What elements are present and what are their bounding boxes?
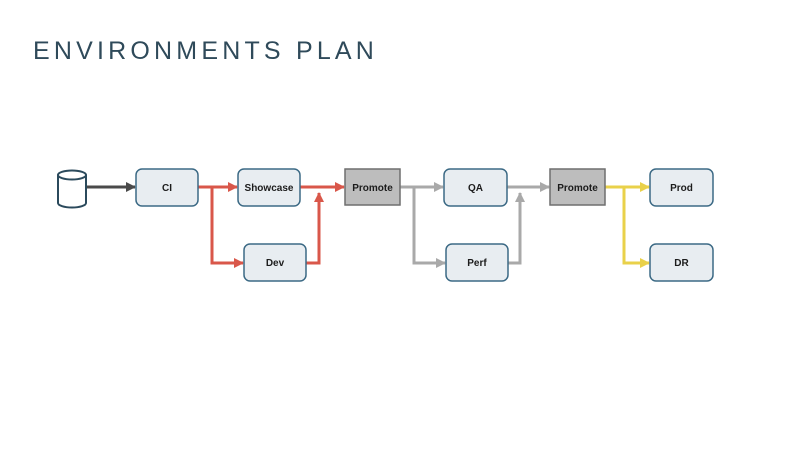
ci-to-dev-arrow: [210, 187, 244, 268]
perf-to-promote-arrow: [508, 192, 525, 265]
yellow-paths: [605, 182, 650, 268]
node-qa: QA: [443, 168, 508, 207]
promote-to-perf-arrow: [412, 187, 446, 268]
node-label-dr: DR: [674, 258, 689, 269]
node-label-promote-1: Promote: [352, 183, 393, 194]
node-promote-2: Promote: [549, 168, 606, 206]
node-dev: Dev: [243, 243, 307, 282]
node-label-ci: CI: [162, 183, 172, 194]
node-promote-1: Promote: [344, 168, 401, 206]
node-dr: DR: [649, 243, 714, 282]
node-label-showcase: Showcase: [245, 183, 294, 194]
node-label-promote-2: Promote: [557, 183, 598, 194]
slide-title: ENVIRONMENTS PLAN: [33, 37, 379, 65]
node-label-qa: QA: [468, 183, 483, 194]
node-ci: CI: [135, 168, 199, 207]
node-label-dev: Dev: [266, 258, 285, 269]
red-paths: [198, 182, 345, 268]
promote-to-dr-arrow: [622, 187, 650, 268]
node-label-perf: Perf: [467, 258, 487, 269]
node-perf: Perf: [445, 243, 509, 282]
node-prod: Prod: [649, 168, 714, 207]
database-icon: [57, 169, 87, 209]
node-showcase: Showcase: [237, 168, 301, 207]
node-label-prod: Prod: [670, 183, 693, 194]
dev-to-promote-arrow: [306, 192, 324, 265]
gray-paths: [400, 182, 550, 268]
